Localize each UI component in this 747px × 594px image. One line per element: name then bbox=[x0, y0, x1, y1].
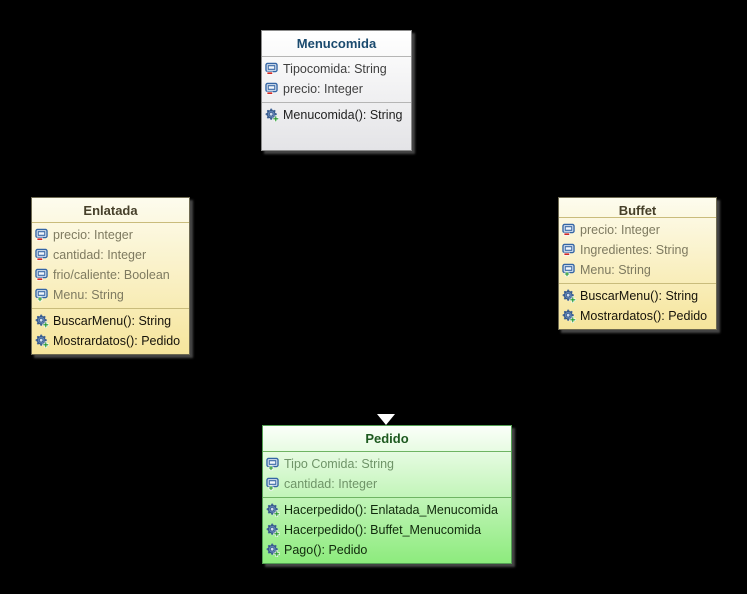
attribute-row: frio/caliente: Boolean bbox=[32, 265, 189, 285]
method-row: Mostrardatos(): Pedido bbox=[32, 331, 189, 351]
public-method-icon bbox=[266, 523, 280, 537]
class-title: Menucomida bbox=[296, 36, 377, 51]
attributes-section: precio: Integer cantidad: Integer frio/c… bbox=[32, 222, 189, 308]
attribute-label: precio: Integer bbox=[283, 81, 363, 96]
attribute-row: Menu: String bbox=[559, 260, 716, 280]
methods-section: BuscarMenu(): String Mostrardatos(): Ped… bbox=[559, 283, 716, 329]
method-row: Mostrardatos(): Pedido bbox=[559, 306, 716, 326]
method-row: Hacerpedido(): Buffet_Menucomida bbox=[263, 520, 511, 540]
methods-section: Hacerpedido(): Enlatada_Menucomida Hacer… bbox=[263, 497, 511, 563]
method-label: Hacerpedido(): Enlatada_Menucomida bbox=[284, 502, 499, 517]
class-title: Buffet bbox=[618, 203, 657, 217]
methods-section: BuscarMenu(): String Mostrardatos(): Ped… bbox=[32, 308, 189, 354]
method-row: BuscarMenu(): String bbox=[559, 286, 716, 306]
public-method-icon bbox=[562, 309, 576, 323]
public-attribute-icon bbox=[266, 457, 280, 471]
public-method-icon bbox=[562, 289, 576, 303]
public-attribute-icon bbox=[266, 477, 280, 491]
private-attribute-icon bbox=[562, 243, 576, 257]
public-method-icon bbox=[266, 503, 280, 517]
method-label: Mostrardatos(): Pedido bbox=[580, 308, 708, 323]
public-method-icon bbox=[35, 334, 49, 348]
private-attribute-icon bbox=[265, 82, 279, 96]
class-box-menucomida[interactable]: Menucomida Tipocomida: String precio: In… bbox=[261, 30, 412, 151]
attributes-section: precio: Integer Ingredientes: String Men… bbox=[559, 217, 716, 283]
method-row: BuscarMenu(): String bbox=[32, 311, 189, 331]
method-label: BuscarMenu(): String bbox=[580, 288, 699, 303]
private-attribute-icon bbox=[562, 223, 576, 237]
attribute-row: precio: Integer bbox=[262, 79, 411, 99]
attribute-row: precio: Integer bbox=[32, 225, 189, 245]
attributes-section: Tipo Comida: String cantidad: Integer bbox=[263, 451, 511, 497]
attribute-label: precio: Integer bbox=[53, 227, 133, 242]
attribute-row: Tipocomida: String bbox=[262, 59, 411, 79]
public-attribute-icon bbox=[35, 288, 49, 302]
attribute-row: Ingredientes: String bbox=[559, 240, 716, 260]
method-row: Hacerpedido(): Enlatada_Menucomida bbox=[263, 500, 511, 520]
attribute-row: cantidad: Integer bbox=[32, 245, 189, 265]
private-attribute-icon bbox=[35, 268, 49, 282]
attributes-section: Tipocomida: String precio: Integer bbox=[262, 56, 411, 102]
method-row: Pago(): Pedido bbox=[263, 540, 511, 560]
attribute-label: frio/caliente: Boolean bbox=[53, 267, 170, 282]
attribute-label: Tipo Comida: String bbox=[284, 456, 394, 471]
attribute-row: Menu: String bbox=[32, 285, 189, 305]
attribute-label: Ingredientes: String bbox=[580, 242, 689, 257]
attribute-row: Tipo Comida: String bbox=[263, 454, 511, 474]
private-attribute-icon bbox=[35, 248, 49, 262]
attribute-label: cantidad: Integer bbox=[284, 476, 378, 491]
inheritance-arrowhead-icon bbox=[377, 414, 395, 425]
class-box-enlatada[interactable]: Enlatada precio: Integer cantidad: Integ… bbox=[31, 197, 190, 355]
method-label: Hacerpedido(): Buffet_Menucomida bbox=[284, 522, 482, 537]
attribute-row: cantidad: Integer bbox=[263, 474, 511, 494]
method-row: Menucomida(): String bbox=[262, 105, 411, 125]
attribute-row: precio: Integer bbox=[559, 220, 716, 240]
attribute-label: cantidad: Integer bbox=[53, 247, 147, 262]
class-box-buffet[interactable]: Buffet precio: Integer Ingredientes: Str… bbox=[558, 197, 717, 330]
method-label: Mostrardatos(): Pedido bbox=[53, 333, 181, 348]
public-method-icon bbox=[265, 108, 279, 122]
public-attribute-icon bbox=[562, 263, 576, 277]
methods-section: Menucomida(): String bbox=[262, 102, 411, 150]
attribute-label: Tipocomida: String bbox=[283, 61, 387, 76]
method-label: BuscarMenu(): String bbox=[53, 313, 172, 328]
class-box-pedido[interactable]: Pedido Tipo Comida: String cantidad: Int… bbox=[262, 425, 512, 564]
method-label: Pago(): Pedido bbox=[284, 542, 368, 557]
attribute-label: Menu: String bbox=[580, 262, 651, 277]
method-label: Menucomida(): String bbox=[283, 107, 403, 122]
public-method-icon bbox=[35, 314, 49, 328]
private-attribute-icon bbox=[265, 62, 279, 76]
attribute-label: Menu: String bbox=[53, 287, 124, 302]
class-title: Enlatada bbox=[83, 203, 138, 218]
attribute-label: precio: Integer bbox=[580, 222, 660, 237]
class-title: Pedido bbox=[365, 431, 409, 446]
public-method-icon bbox=[266, 543, 280, 557]
private-attribute-icon bbox=[35, 228, 49, 242]
